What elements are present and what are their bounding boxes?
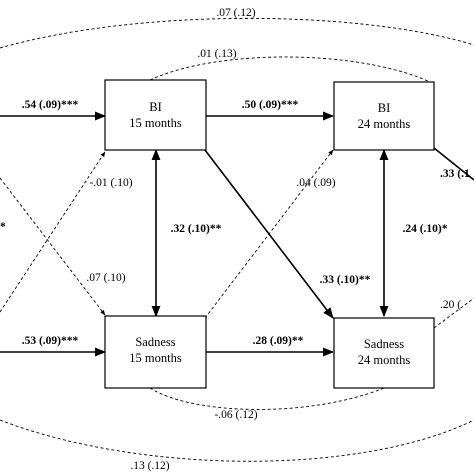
out-bi24-arrow [433,147,474,181]
label-bottom-inner-arc: -.06 (.12) [214,409,257,421]
label-bottom-outer-arc: .13 (.12) [130,460,169,472]
out-sad24-arrow [433,297,474,329]
node-bi24-line1: BI [378,101,391,115]
label-in-bi15: .54 (.09)*** [22,99,79,111]
node-sad15: Sadness 15 months [104,315,207,389]
node-bi15: BI 15 months [104,79,207,151]
left-cross-up [0,151,106,313]
label-in-sad15: .53 (.09)*** [22,335,79,347]
top-inner-arc [149,56,431,83]
node-bi24: BI 24 months [333,81,435,151]
node-sad15-line1: Sadness [135,335,175,349]
label-bi24-sad24-cov: .24 (.10)* [402,223,447,235]
node-bi24-line2: 24 months [358,117,411,131]
node-bi15-line1: BI [149,100,162,114]
node-sad24: Sadness 24 months [333,317,435,389]
node-sad24-line2: 24 months [358,353,411,367]
bi15-sad24-arrow [204,149,334,319]
top-outer-arc [0,17,474,49]
label-out-sad24: .20 ( [440,299,461,311]
label-bi15-sad24: .33 (.10)** [320,274,371,286]
label-bi15-bi24: .50 (.09)*** [242,99,299,111]
label-sad15-bi15-cross: -.01 (.10) [89,177,132,189]
label-left-star: * [0,221,6,233]
label-bi15-sad15-cov: .32 (.10)** [171,223,222,235]
label-sad15-bi24: .04 (.09) [296,177,335,189]
label-out-bi24: .33 (.1 [440,168,470,180]
node-sad24-line1: Sadness [364,337,404,351]
left-cross-down [0,177,106,316]
label-top-inner-arc: .01 (.13) [197,48,236,60]
node-sad15-line2: 15 months [129,351,182,365]
label-left-cross: .07 (.10) [86,272,125,284]
bottom-outer-arc [0,419,474,462]
label-sad15-sad24: .28 (.09)** [253,335,304,347]
node-bi15-line2: 15 months [129,116,182,130]
label-top-outer-arc: .07 (.12) [216,7,255,19]
